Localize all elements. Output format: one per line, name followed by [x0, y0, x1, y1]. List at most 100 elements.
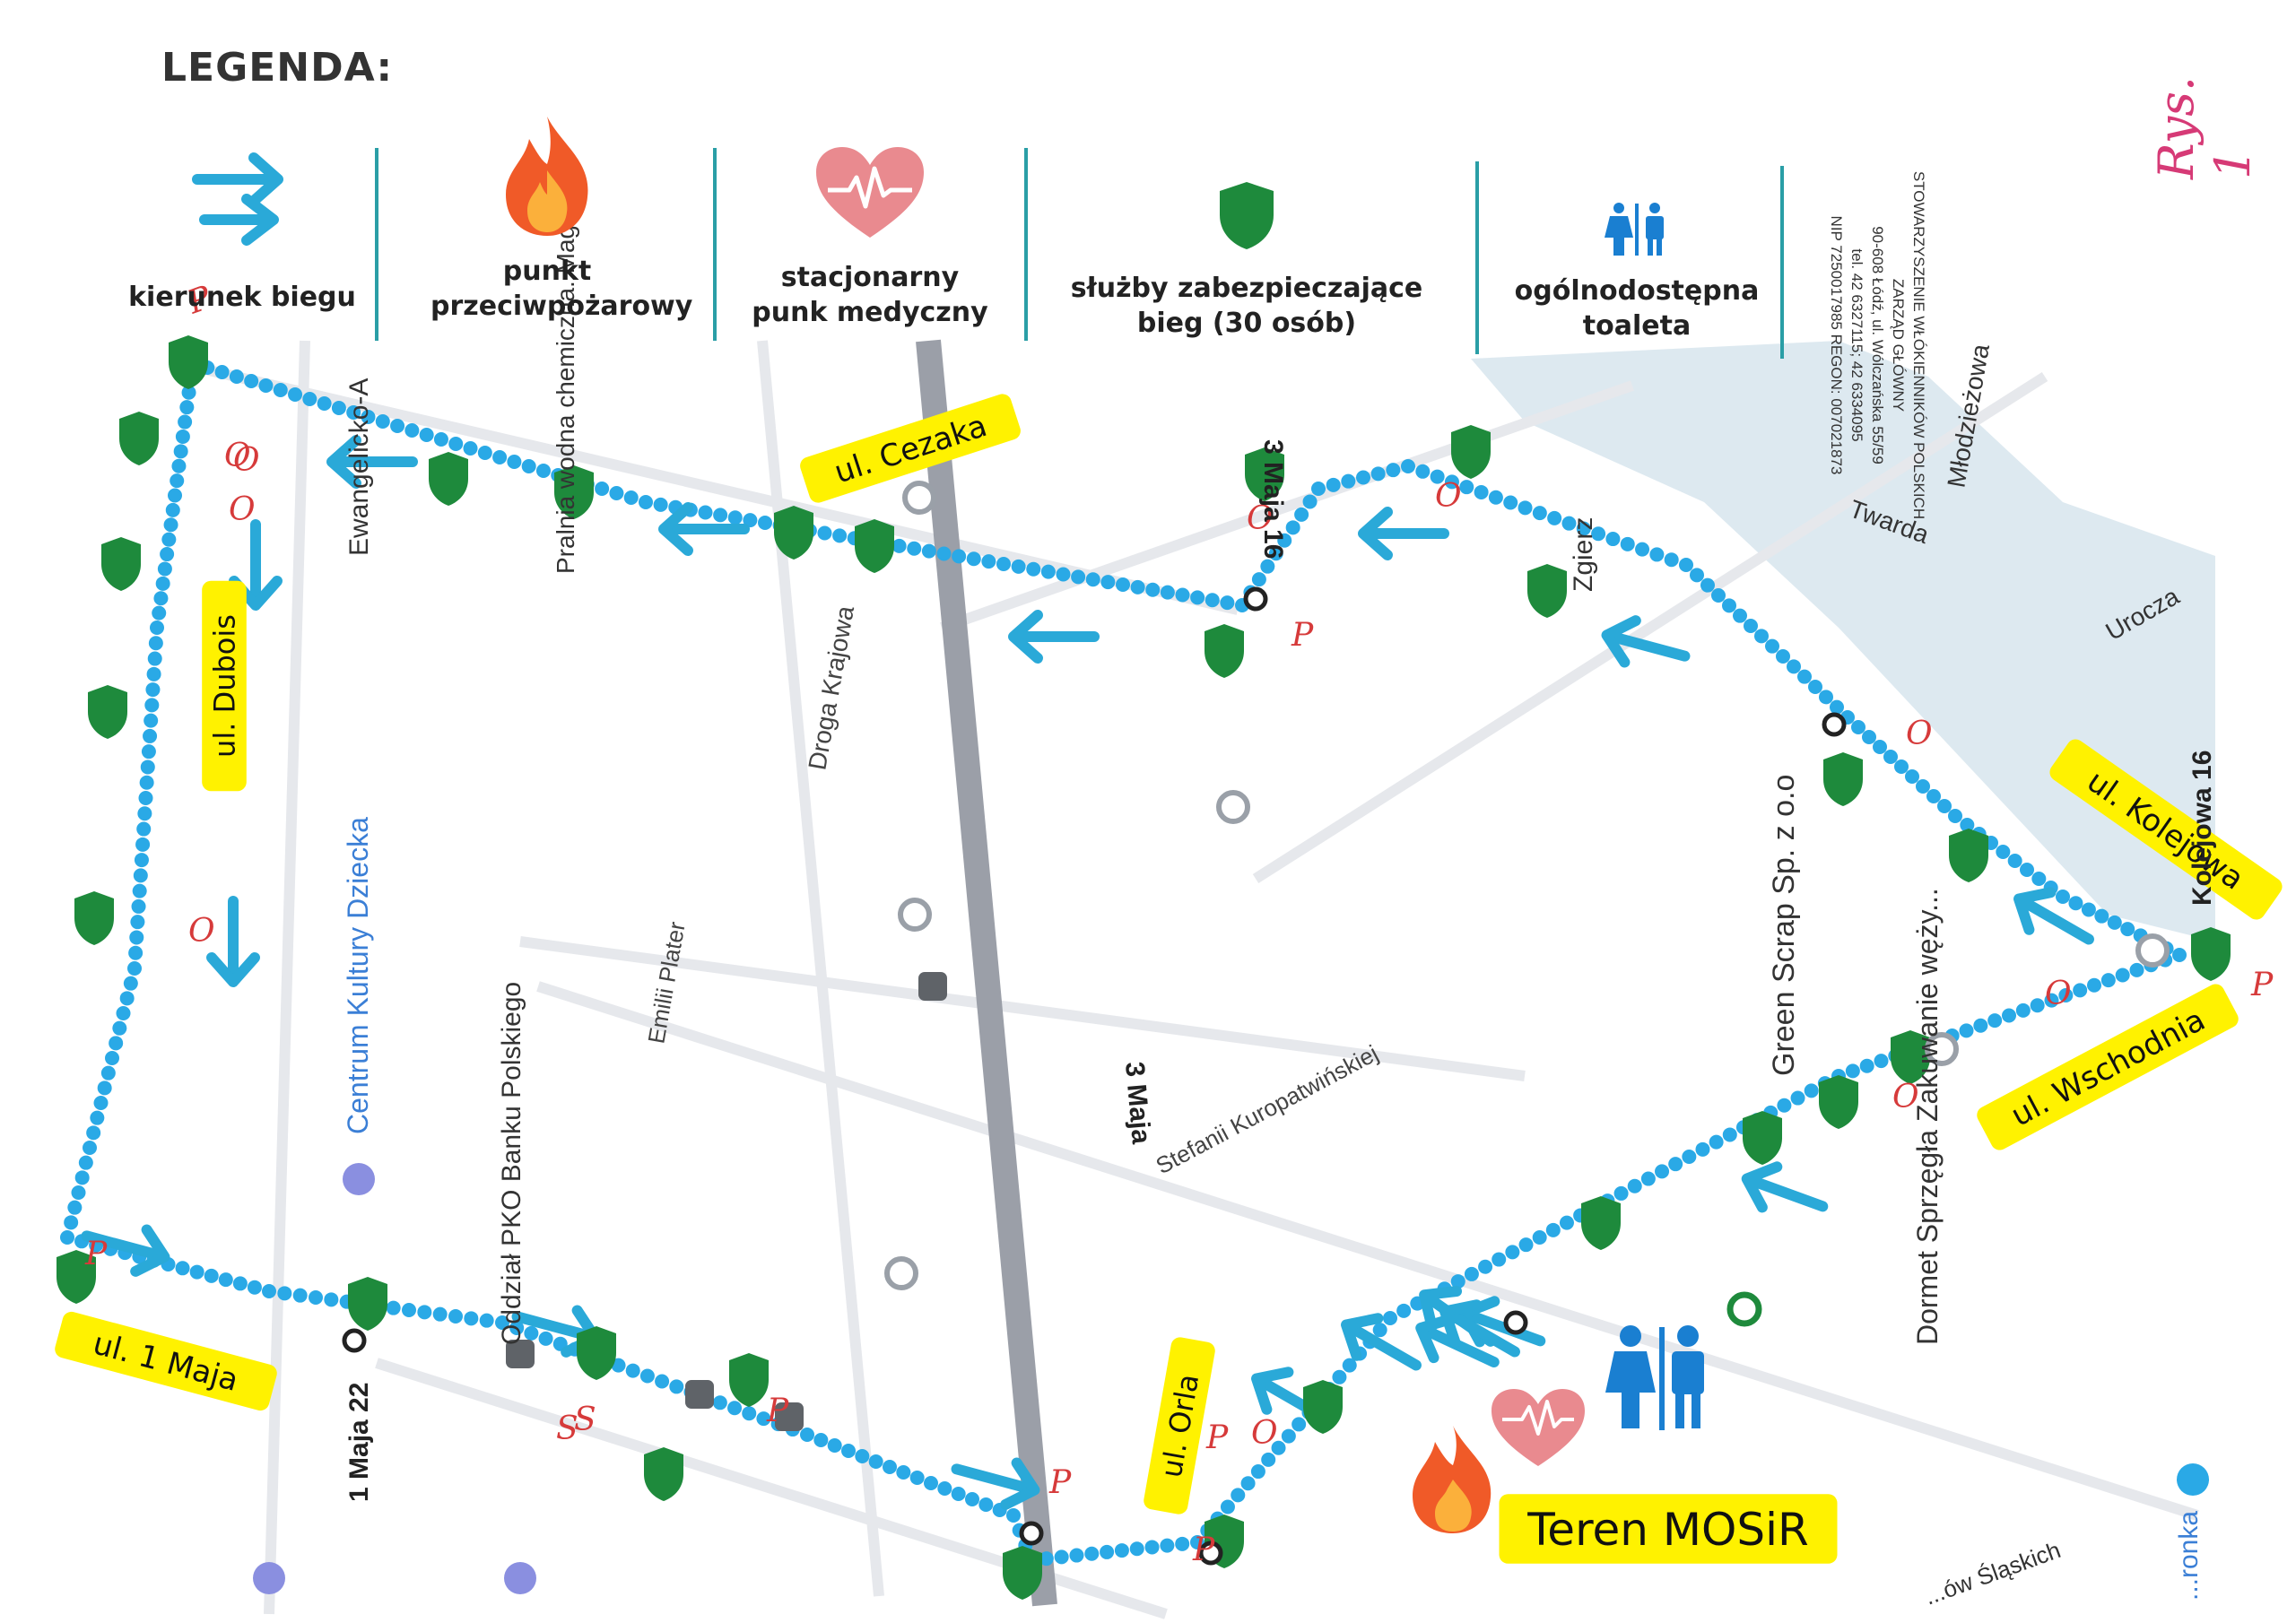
route-dot	[1505, 1245, 1520, 1260]
route-dot	[173, 444, 188, 459]
route-dot	[1160, 585, 1175, 600]
route-dot	[90, 1110, 105, 1125]
street-label-text: Teren MOSiR	[1526, 1504, 1808, 1556]
route-dot	[639, 1368, 655, 1384]
route-dot	[1054, 1549, 1069, 1565]
route-dot	[361, 410, 376, 424]
direction-arrow-icon	[951, 1457, 1040, 1510]
route-dot	[1039, 1551, 1054, 1567]
direction-arrow-icon	[326, 435, 418, 489]
street-label-emilii-plater: Emilii Plater	[642, 919, 690, 1046]
route-dot	[273, 383, 288, 397]
shield-icon	[1949, 829, 1988, 882]
route-dot	[1326, 477, 1341, 492]
route-dot	[168, 488, 182, 503]
route-dot	[2129, 962, 2144, 977]
route-dot	[165, 502, 180, 517]
route-dot	[1754, 629, 1769, 644]
route-dot	[1251, 572, 1266, 587]
shield-icon	[429, 452, 468, 506]
route-dot	[105, 1051, 119, 1065]
route-dot	[247, 1280, 262, 1295]
poi-label-centrum: Centrum Kultury Dziecka	[342, 817, 374, 1134]
route-dot	[130, 915, 145, 930]
route-dot	[1926, 789, 1941, 803]
figure-label: Rys. 1	[2148, 75, 2261, 179]
legend-title: LEGENDA:	[161, 45, 394, 91]
route-dot	[2094, 908, 2109, 924]
route-dot	[386, 1300, 401, 1315]
route-dot	[1260, 559, 1275, 574]
route-dot	[1722, 1127, 1737, 1142]
handwritten-mark: S	[574, 1402, 596, 1438]
route-dot	[2044, 993, 2059, 1008]
route-dot	[1488, 490, 1503, 505]
route-dot	[1655, 1164, 1670, 1179]
route-dot	[1277, 533, 1292, 548]
route-dot	[1690, 568, 1704, 583]
shield-icon	[1823, 752, 1863, 806]
route-dot	[133, 868, 148, 883]
route-dot	[1144, 1540, 1160, 1555]
route-dot	[841, 1444, 856, 1458]
route-dot	[625, 1363, 640, 1378]
handwritten-mark: O	[188, 913, 215, 950]
heart-pulse-icon	[816, 147, 924, 238]
route-dot	[93, 1096, 109, 1110]
legend-item-direction: kierunek biegu	[99, 188, 386, 315]
route-dot	[179, 400, 195, 415]
shield-icon	[774, 506, 813, 560]
shield-icon	[1527, 564, 1567, 618]
route-dot	[258, 378, 274, 393]
route-dot	[907, 541, 922, 556]
water-area	[1471, 341, 2215, 942]
shield-icon	[1303, 1380, 1343, 1434]
direction-arrow-icon	[192, 152, 283, 206]
address-marker-icon	[1019, 1521, 1044, 1546]
poi-label-ewangelicko: Ewangelicko-A	[344, 378, 374, 556]
route-dot	[419, 428, 434, 442]
bank-marker-icon	[253, 1562, 285, 1594]
route-dot	[2100, 973, 2116, 988]
route-dot	[509, 1320, 525, 1335]
shield-icon	[855, 519, 894, 573]
route-dot	[346, 405, 361, 420]
route-dot	[1532, 1230, 1547, 1245]
handwritten-mark: O	[233, 442, 260, 479]
route-dot	[1271, 1440, 1286, 1455]
route-dot	[1776, 649, 1790, 664]
shield-icon	[554, 465, 594, 519]
route-dot	[1613, 1185, 1629, 1201]
route-dot	[1069, 1548, 1084, 1563]
route-dot	[2058, 988, 2074, 1002]
route-dot	[1342, 1358, 1357, 1373]
route-dot	[1294, 507, 1309, 522]
handwritten-mark: P	[84, 1236, 108, 1272]
legend-label-security: służby zabezpieczające bieg (30 osób)	[1070, 273, 1423, 339]
direction-arrow-icon	[2013, 887, 2094, 945]
minor-road	[264, 340, 310, 1615]
shield-icon	[119, 412, 159, 465]
route-dot	[433, 432, 448, 447]
handwritten-mark: P	[1291, 617, 1314, 654]
route-dot	[1231, 1488, 1246, 1503]
street-label-orla: ul. Orla	[1144, 1337, 1215, 1515]
route-dot	[1682, 1150, 1697, 1164]
route-dot	[1383, 1311, 1397, 1325]
route-dot	[1464, 1266, 1479, 1281]
poi-marker-icon	[2177, 1463, 2209, 1496]
route-dot	[2020, 863, 2034, 877]
route-dot	[1851, 720, 1866, 734]
poi-marker-icon	[902, 481, 936, 515]
route-dot	[324, 1292, 339, 1307]
address-label-1-maja-22: 1 Maja 22	[344, 1383, 374, 1502]
legend-item-medical-point: stacjonarny punk medyczny	[718, 143, 1022, 330]
route-dot	[2002, 1008, 2016, 1023]
route-dot	[100, 1065, 116, 1081]
route-dot	[883, 1460, 897, 1474]
route-dot	[153, 591, 169, 606]
route-dot	[74, 1170, 90, 1185]
route-dot	[817, 525, 832, 541]
route-dot	[1175, 587, 1190, 603]
route-dot	[331, 401, 346, 415]
